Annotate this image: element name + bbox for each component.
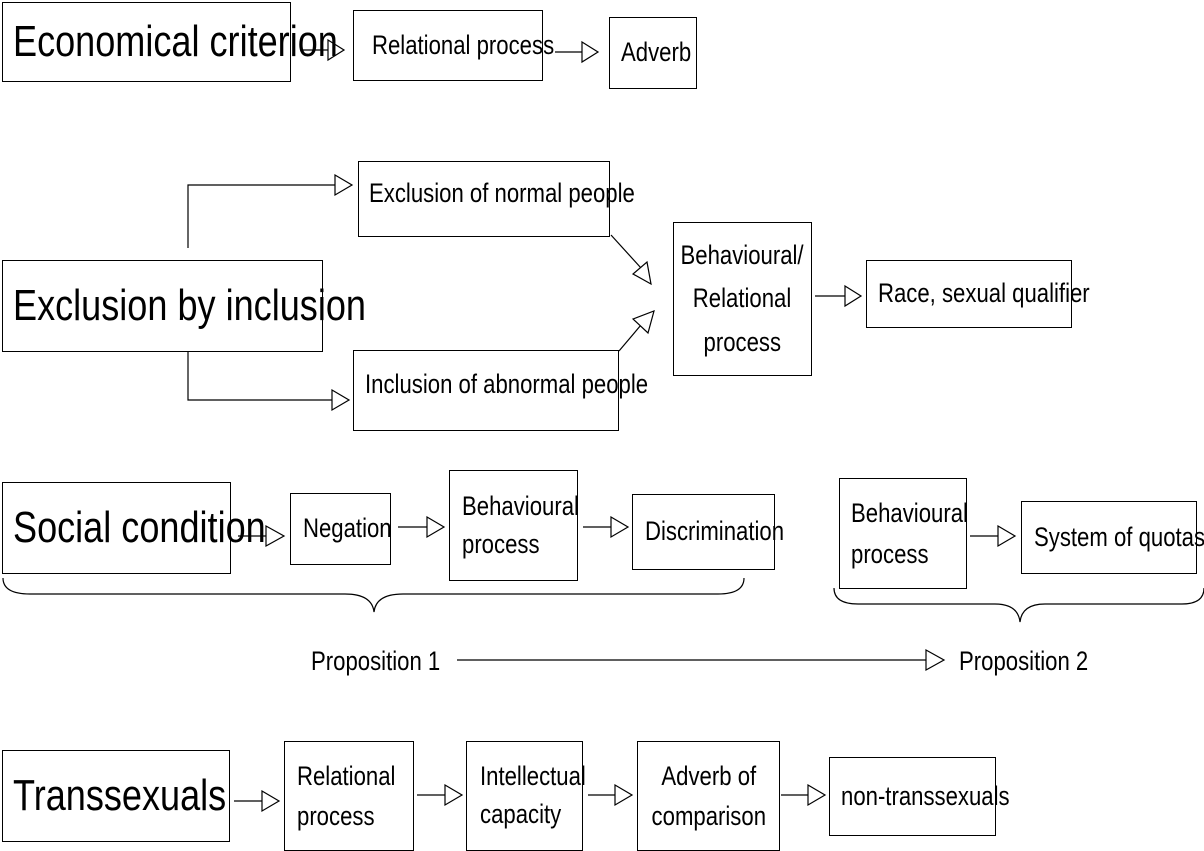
- arrow-exclusion-to-abnormal: [187, 352, 351, 412]
- system-of-quotas-label: System of quotas: [1034, 521, 1204, 552]
- behavioural-relational-box: Behavioural/ Relational process: [673, 222, 812, 376]
- arrow-behavioural-to-race: [815, 284, 863, 308]
- relational-process-row4-line1: Relational: [297, 760, 396, 791]
- discrimination-box: Discrimination: [632, 494, 784, 570]
- inclusion-abnormal-box: Inclusion of abnormal people: [353, 350, 648, 431]
- behavioural-process-line2: process: [462, 528, 540, 559]
- adverb-box: Adverb: [609, 17, 697, 89]
- non-transsexuals-box: non-transsexuals: [829, 757, 1010, 836]
- proposition-1-label: Proposition 1: [311, 646, 441, 676]
- system-of-quotas-box: System of quotas: [1021, 501, 1204, 574]
- relational-process-label: Relational process: [372, 29, 555, 60]
- arrow-intellectual-to-adverb: [588, 783, 634, 807]
- exclusion-normal-box: Exclusion of normal people: [358, 161, 635, 237]
- behavioural-relational-line1: Behavioural/: [680, 240, 805, 271]
- behavioural-relational-line2: Relational: [693, 283, 792, 314]
- brace-proposition-1: [2, 577, 745, 613]
- economical-criterion-label: Economical criterion: [13, 16, 338, 66]
- behavioural-process-line1: Behavioural: [462, 490, 579, 521]
- relational-process-row4-line2: process: [297, 801, 375, 831]
- adverb-of-comparison-box: Adverb of comparison: [637, 741, 780, 851]
- intellectual-capacity-line1: Intellectual: [480, 761, 586, 792]
- arrow-negation-to-behavioural: [398, 515, 446, 539]
- discrimination-label: Discrimination: [645, 516, 785, 547]
- arrow-social-to-negation: [238, 524, 286, 548]
- brace-proposition-2: [833, 587, 1204, 623]
- adverb-of-comparison-line1: Adverb of: [661, 760, 756, 791]
- right-behavioural-process-line1: Behavioural: [851, 498, 968, 528]
- intellectual-capacity-line2: capacity: [480, 799, 562, 829]
- arrow-relational-to-adverb: [555, 40, 600, 64]
- behavioural-relational-line3: process: [703, 326, 782, 357]
- race-sexual-qualifier-label: Race, sexual qualifier: [878, 278, 1090, 309]
- proposition-2-label: Proposition 2: [959, 646, 1089, 676]
- social-condition-box: Social condition: [2, 482, 266, 574]
- adverb-of-comparison-line2: comparison: [651, 801, 766, 831]
- right-behavioural-process-line2: process: [851, 538, 929, 569]
- race-sexual-qualifier-box: Race, sexual qualifier: [866, 260, 1090, 328]
- relational-process-box: Relational process: [353, 10, 554, 81]
- negation-label: Negation: [303, 513, 392, 544]
- exclusion-by-inclusion-label: Exclusion by inclusion: [13, 280, 366, 330]
- transsexuals-box: Transsexuals: [2, 750, 230, 842]
- transsexuals-label: Transsexuals: [13, 770, 227, 820]
- arrow-relational-to-intellectual: [417, 783, 464, 807]
- arrow-adverb-to-nontranssexuals: [781, 783, 827, 807]
- negation-box: Negation: [290, 493, 392, 565]
- adverb-label: Adverb: [621, 37, 692, 68]
- arrow-transsexuals-to-relational: [234, 789, 281, 813]
- social-condition-label: Social condition: [13, 502, 266, 552]
- non-transsexuals-label: non-transsexuals: [841, 780, 1010, 811]
- inclusion-abnormal-label: Inclusion of abnormal people: [365, 369, 649, 399]
- arrow-right-behavioural-to-quotas: [970, 524, 1017, 548]
- behavioural-process-box: Behavioural process: [449, 470, 579, 581]
- arrow-abnormal-to-behavioural: [618, 310, 655, 352]
- intellectual-capacity-box: Intellectual capacity: [466, 741, 586, 851]
- arrow-proposition1-to-proposition2: [457, 648, 946, 672]
- arrow-normal-to-behavioural: [610, 234, 652, 286]
- exclusion-normal-label: Exclusion of normal people: [369, 178, 635, 208]
- arrow-behavioural-to-discrimination: [583, 515, 630, 539]
- right-behavioural-process-box: Behavioural process: [839, 478, 968, 589]
- economical-criterion-box: Economical criterion: [2, 2, 338, 82]
- arrow-economical-to-relational: [300, 38, 346, 62]
- arrow-exclusion-to-normal: [187, 173, 354, 248]
- exclusion-by-inclusion-box: Exclusion by inclusion: [2, 260, 366, 352]
- relational-process-box-row4: Relational process: [284, 741, 414, 851]
